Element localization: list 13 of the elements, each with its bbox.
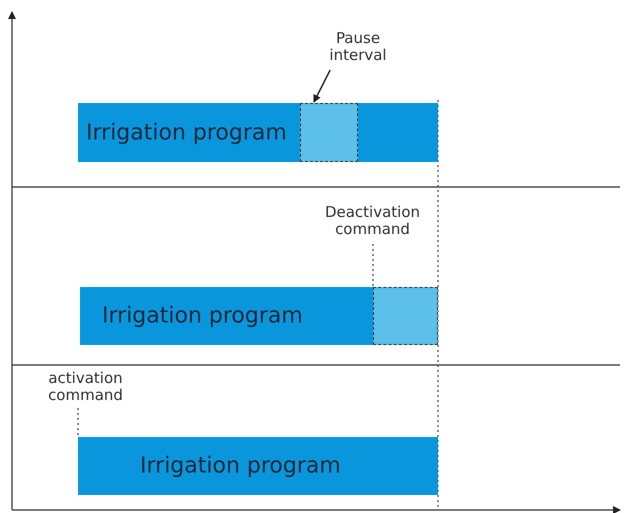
program-bar <box>78 103 438 162</box>
bar-label: Irrigation program <box>102 304 303 328</box>
leader-line <box>372 244 374 288</box>
bar-label: Irrigation program <box>86 120 287 145</box>
callout-text: Pause interval <box>310 30 406 66</box>
callout-text: Deactivation command <box>300 204 445 240</box>
bar-label: Irrigation program <box>140 454 341 478</box>
deactivation-segment <box>373 287 438 345</box>
pause-segment <box>300 103 358 162</box>
callout-text: activation command <box>28 370 143 406</box>
program-bar <box>78 437 438 495</box>
program-bar <box>80 287 438 345</box>
arrow <box>313 70 331 103</box>
